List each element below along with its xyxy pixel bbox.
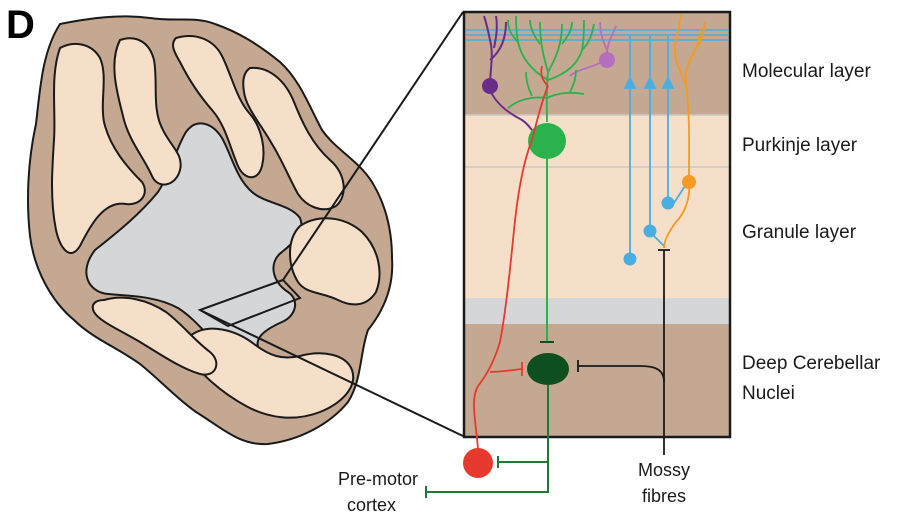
label-mossy-line1: Mossy [638, 460, 690, 480]
layer-inset [464, 12, 730, 437]
orange-cell-body [682, 175, 696, 189]
granule-cell-3 [662, 197, 675, 210]
label-granule-layer: Granule layer [742, 222, 857, 243]
panel-letter: D [6, 3, 35, 47]
label-molecular-layer: Molecular layer [742, 61, 871, 82]
granule-cell-2 [644, 225, 657, 238]
label-deep-nuclei-line1: Deep Cerebellar [742, 353, 881, 374]
golgi-cell-body [482, 78, 498, 94]
label-purkinje-layer: Purkinje layer [742, 135, 858, 156]
cerebellum-section [28, 16, 392, 444]
basket-cell-body [599, 52, 615, 68]
label-mossy-line2: fibres [642, 486, 686, 506]
deep-nucleus-cell [527, 353, 569, 385]
label-premotor-line2: cortex [347, 495, 396, 515]
premotor-cell [463, 448, 493, 478]
granule-cell-1 [624, 253, 637, 266]
purkinje-cell-body [528, 123, 566, 159]
label-premotor-line1: Pre-motor [338, 469, 418, 489]
deep-nuclei-band [465, 324, 729, 436]
label-deep-nuclei-line2: Nuclei [742, 383, 795, 404]
